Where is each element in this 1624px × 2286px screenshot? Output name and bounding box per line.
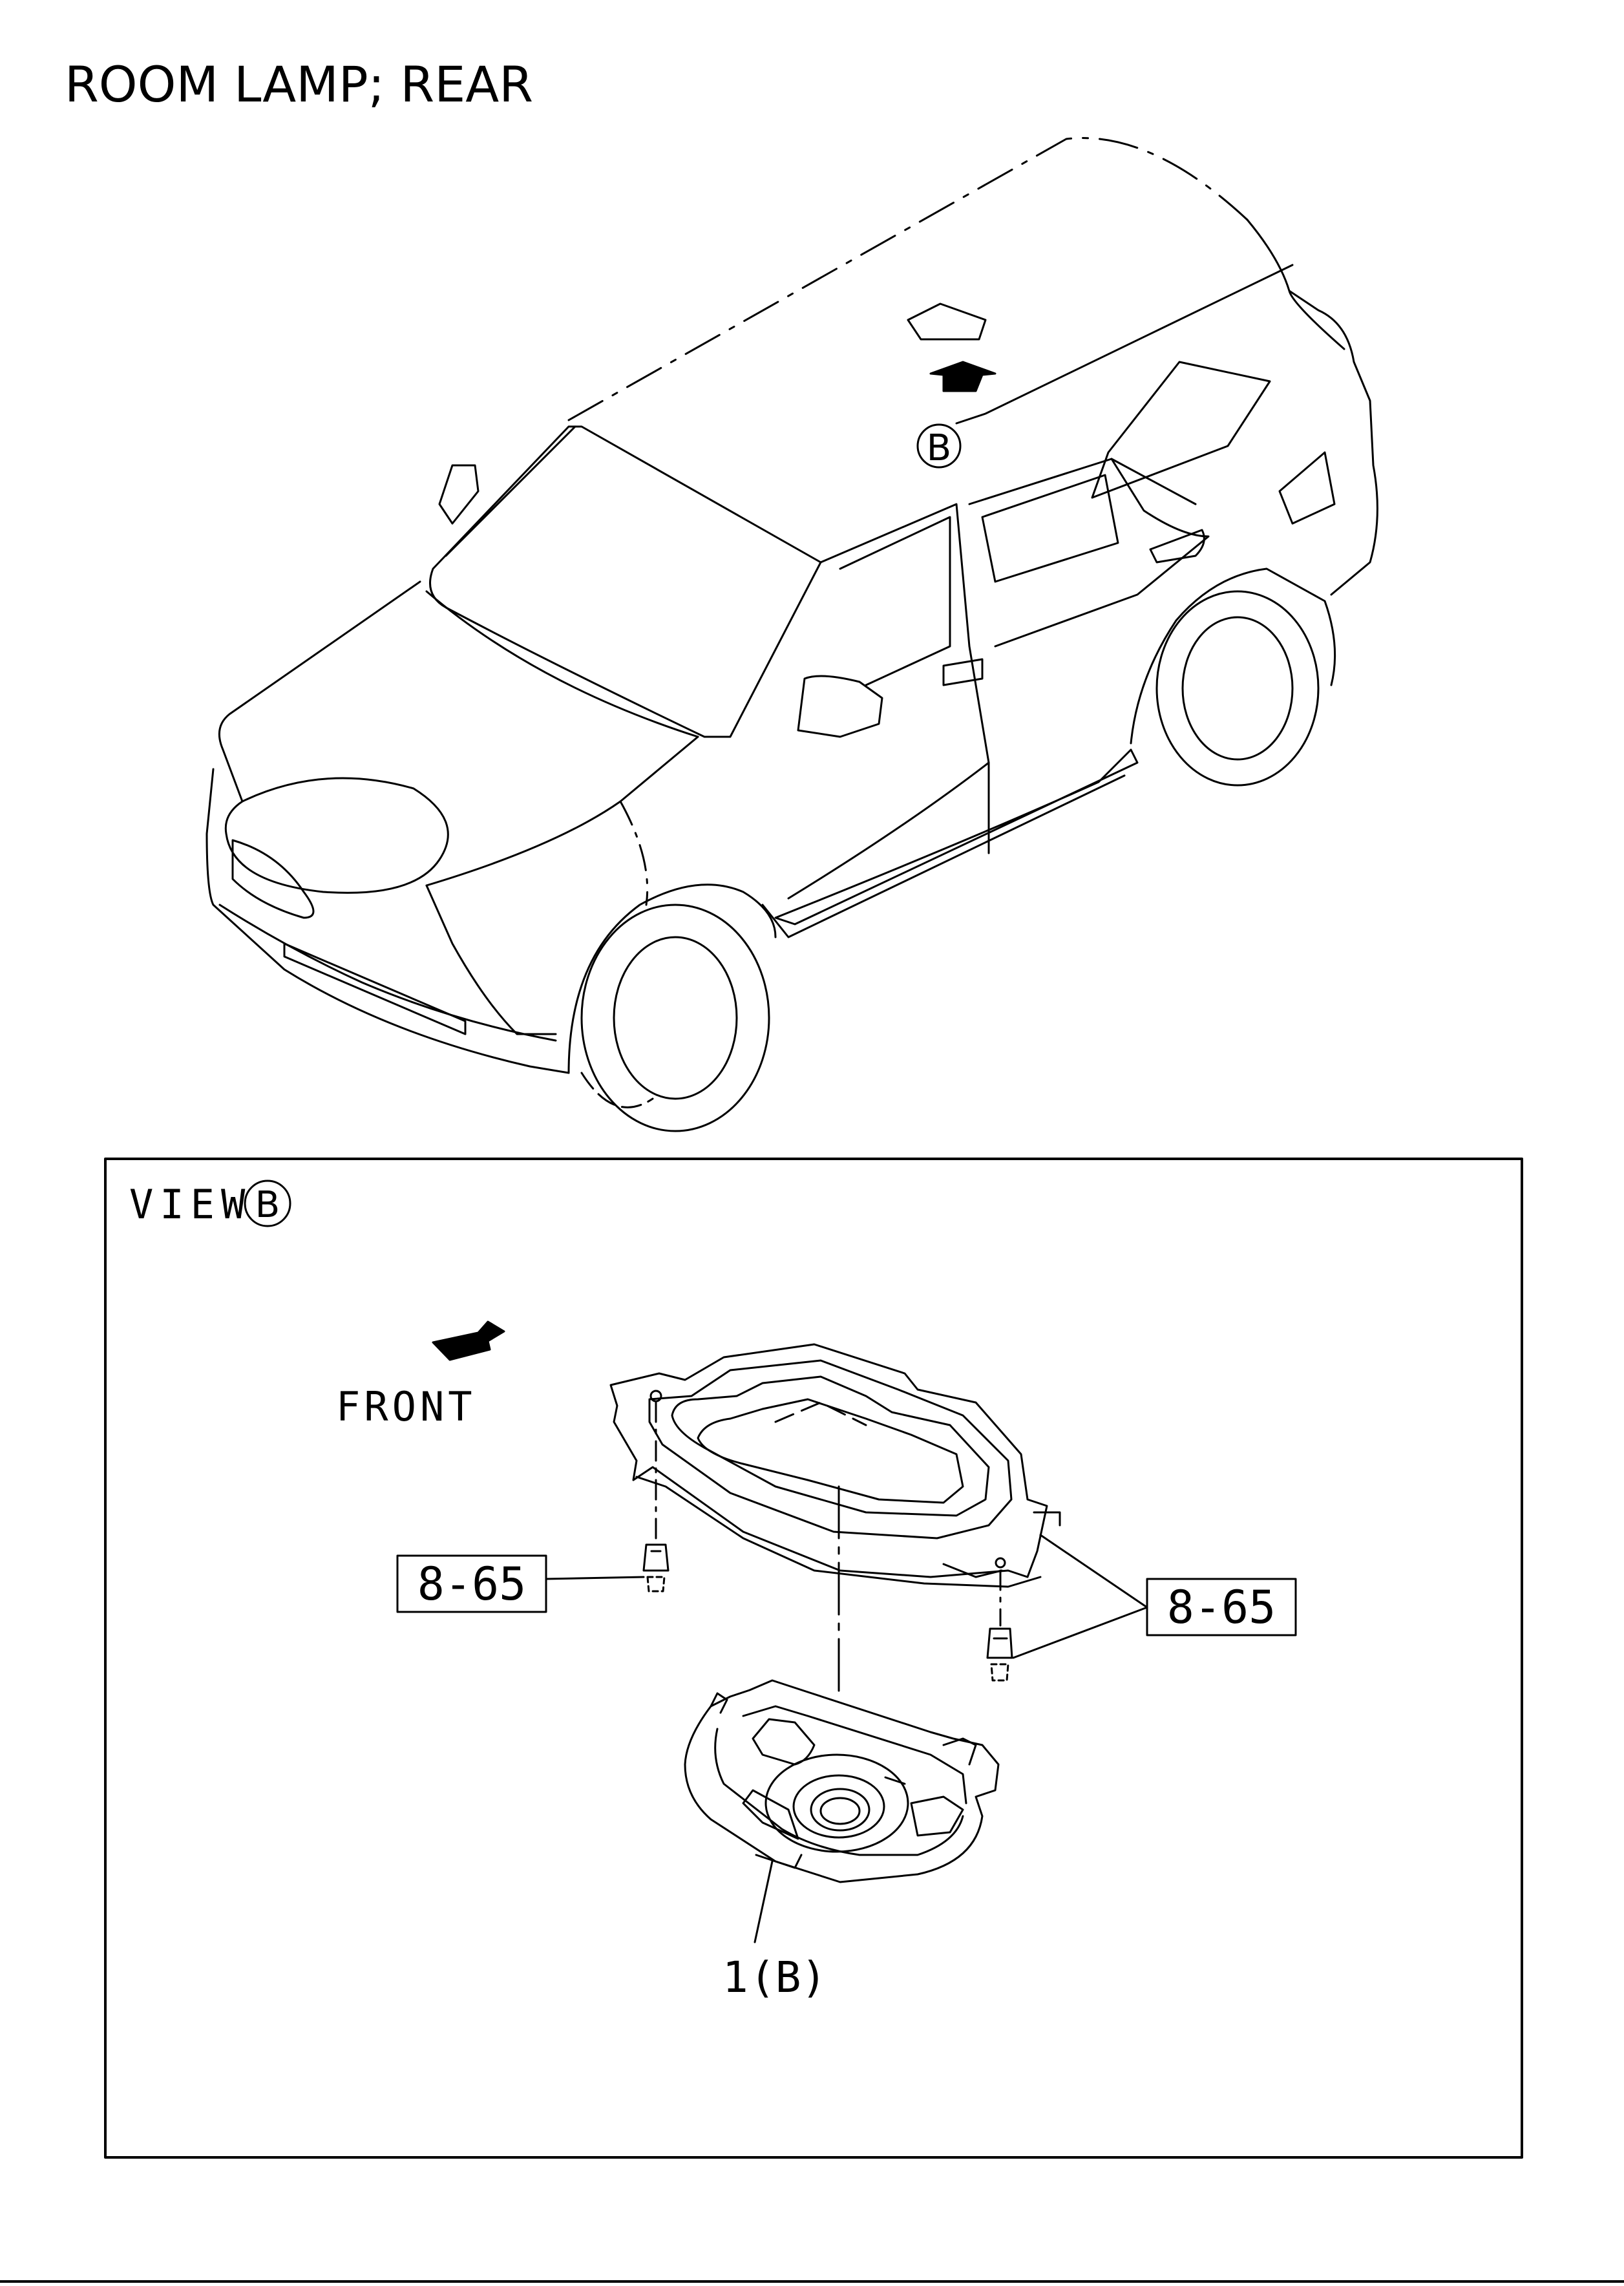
front-direction-arrow-icon (432, 1320, 505, 1361)
circled-letter-icon (244, 1180, 291, 1227)
callout-part-1[interactable]: 1 (B) (722, 1860, 827, 2002)
part-number-label[interactable]: 1 (722, 1953, 748, 2002)
callout-right[interactable]: 8-65 (1012, 1534, 1297, 1659)
callout-left[interactable]: 8-65 (396, 1554, 645, 1613)
callout-part-1-leader (754, 1860, 774, 1943)
callout-left-leader (545, 1576, 645, 1580)
vehicle-illustration (206, 137, 1378, 1132)
page-title: ROOM LAMP; REAR (65, 56, 534, 113)
screw-right (986, 1569, 1013, 1682)
detail-view-frame (104, 1158, 1523, 2159)
view-marker-b: B (916, 423, 962, 469)
part-suffix-label[interactable]: (B) (750, 1953, 827, 2002)
callout-left-box[interactable] (396, 1554, 547, 1613)
callout-right-text[interactable]: 8-65 (1167, 1581, 1276, 1634)
front-label: FRONT (336, 1383, 476, 1430)
callout-right-leader-screw (1012, 1606, 1148, 1659)
callout-right-leader-bracket (1039, 1534, 1148, 1609)
callout-left-text[interactable]: 8-65 (417, 1558, 527, 1611)
view-label-letter: B (255, 1184, 280, 1226)
circled-letter-icon (916, 423, 962, 469)
direction-arrow-up-icon (929, 361, 997, 392)
lamp-bracket (609, 1343, 1061, 1695)
view-marker-b-letter: B (927, 427, 951, 469)
view-label: VIEW (129, 1181, 251, 1228)
lamp-assembly (684, 1679, 1000, 1883)
screw-left (642, 1401, 670, 1593)
